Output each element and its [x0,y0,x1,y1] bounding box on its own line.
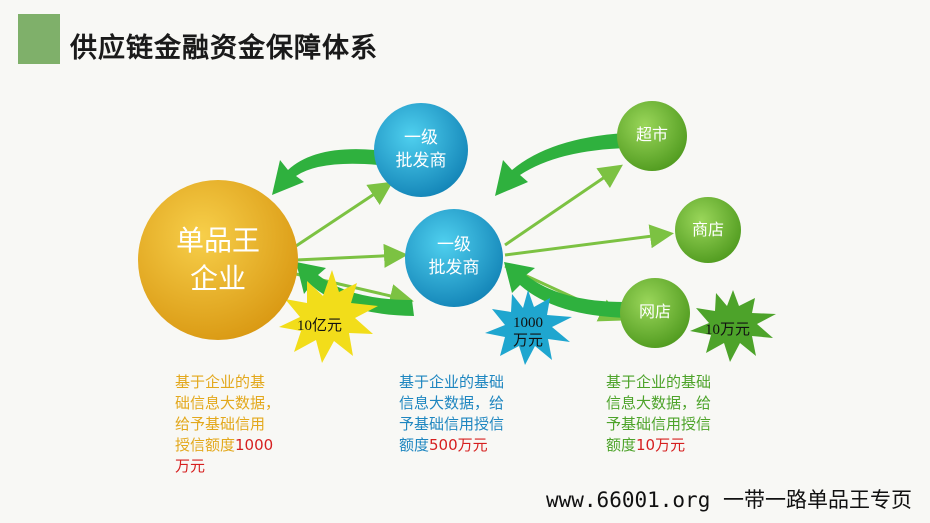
description-core-line: 础信息大数据， [175,394,281,412]
burst-core-amount [279,270,378,363]
burst-core-amount-label: 10亿元 [297,318,343,334]
node-core-label: 单品王 企业 [148,222,288,298]
description-wholesale: 基于企业的基础 信息大数据，给 予基础信用授信 额度500万元 [399,372,539,456]
node-wholesaler-top-circle [374,103,468,197]
curved-arrow-top-left [272,149,378,195]
description-core-line: 授信额度 [175,436,236,454]
description-wholesale-line: 额度 [399,436,430,454]
burst-wholesale-amount-line1: 1000 [513,315,543,331]
description-core-amount-tail: 万元 [175,457,206,475]
node-core-line2: 企业 [189,262,246,295]
description-wholesale-line: 予基础信用授信 [399,415,505,433]
description-retail-line: 信息大数据，给 [606,394,712,412]
node-wholesaler-top-label: 一级 批发商 [376,127,466,173]
page-title: 供应链金融资金保障体系 [70,33,378,64]
burst-retail-amount-label: 10万元 [705,322,751,338]
burst-retail-amount [690,290,776,362]
arrow-core-to-wholesaler-mid [295,243,408,268]
description-retail-line: 基于企业的基础 [606,373,712,391]
node-wholesaler-mid-line1: 一级 [437,235,471,255]
description-wholesale-amount: 500万元 [429,436,488,454]
description-wholesale-line: 信息大数据，给 [399,394,505,412]
burst-wholesale-amount-label: 1000 万元 [508,314,548,350]
description-retail-amount: 10万元 [636,436,686,454]
description-retail: 基于企业的基础 信息大数据，给 予基础信用授信 额度10万元 [606,372,746,456]
arrow-to-supermarket [504,164,623,247]
description-core-line: 给予基础信用 [175,415,266,433]
curved-arrow-top-right [495,133,628,196]
node-store-circle [675,197,741,263]
description-retail-line-amount: 额度10万元 [606,435,746,456]
description-core-line: 基于企业的基 [175,373,266,391]
burst-wholesale-amount [485,290,572,365]
node-online-store-label: 网店 [638,302,671,321]
node-core-line1: 单品王 [175,224,260,257]
burst-wholesale-amount-line2: 万元 [512,333,543,349]
node-online-store-circle [620,278,690,348]
description-wholesale-line: 基于企业的基础 [399,373,505,391]
arrow-core-to-wholesaler-top [295,181,394,248]
node-store-label: 商店 [691,220,724,239]
node-wholesaler-mid-line2: 批发商 [428,258,480,278]
node-wholesaler-mid-label: 一级 批发商 [409,234,499,280]
node-wholesaler-top-line1: 一级 [404,128,438,148]
description-retail-line: 予基础信用授信 [606,415,712,433]
node-supermarket-circle [617,101,687,171]
node-supermarket-label: 超市 [635,125,668,144]
description-retail-line: 额度 [606,436,637,454]
description-core-amount: 1000 [235,436,274,454]
description-wholesale-line-amount: 额度500万元 [399,435,539,456]
node-wholesaler-mid-circle [405,209,503,307]
description-core: 基于企业的基 础信息大数据， 给予基础信用 授信额度1000 万元 [175,372,315,477]
node-wholesaler-top-line2: 批发商 [395,151,447,171]
description-core-line-amount: 授信额度1000 [175,435,315,456]
title-accent-bar [18,14,60,64]
footer-site-caption[interactable]: www.66001.org 一带一路单品王专页 [545,488,912,512]
arrow-to-store [504,224,674,257]
curved-arrow-bottom-right [504,262,628,318]
node-core-circle [138,180,298,340]
curved-arrow-bottom-left [296,262,414,316]
